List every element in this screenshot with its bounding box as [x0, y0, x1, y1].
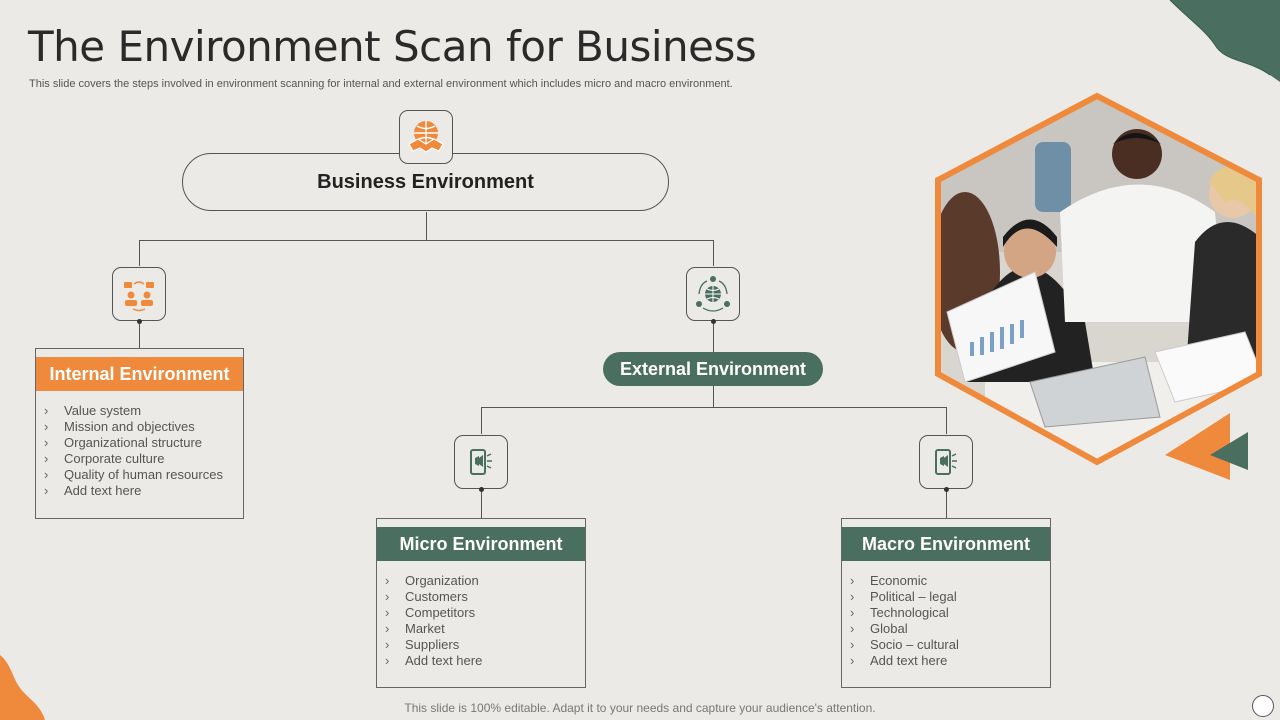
- connector-macro-icon-card: [946, 489, 947, 519]
- macro-environment-list: Economic Political – legal Technological…: [850, 573, 959, 669]
- team-meeting-photo: [935, 92, 1262, 466]
- connector-root-down: [426, 212, 427, 240]
- list-item: Global: [850, 621, 959, 637]
- micro-environment-list: Organization Customers Competitors Marke…: [385, 573, 482, 669]
- connector-macro-down: [946, 407, 947, 434]
- macro-connector-dot: [944, 487, 949, 492]
- connector-external-branch: [481, 407, 947, 408]
- micro-environment-card: Micro Environment Organization Customers…: [376, 518, 586, 688]
- list-item: Organizational structure: [44, 435, 223, 451]
- list-item: Economic: [850, 573, 959, 589]
- page-subtitle: This slide covers the steps involved in …: [29, 78, 733, 90]
- list-item: Corporate culture: [44, 451, 223, 467]
- connector-external-icon-pill: [713, 321, 714, 352]
- micro-environment-label: Micro Environment: [399, 533, 563, 554]
- list-item: Organization: [385, 573, 482, 589]
- business-environment-icon-box: [399, 110, 453, 164]
- list-item: Add text here: [385, 653, 482, 669]
- micro-connector-dot: [479, 487, 484, 492]
- global-network-icon: [696, 276, 730, 312]
- list-item: Political – legal: [850, 589, 959, 605]
- list-item: Add text here: [850, 653, 959, 669]
- internal-environment-icon-box: [112, 267, 166, 321]
- connector-internal-icon-card: [139, 321, 140, 349]
- handshake-globe-icon: [408, 121, 444, 153]
- connector-micro-icon-card: [481, 489, 482, 519]
- micro-environment-header: Micro Environment: [377, 527, 585, 561]
- footer-note: This slide is 100% editable. Adapt it to…: [404, 701, 876, 715]
- macro-environment-label: Macro Environment: [861, 533, 1031, 554]
- list-item: Mission and objectives: [44, 419, 223, 435]
- list-item: Value system: [44, 403, 223, 419]
- macro-environment-header: Macro Environment: [842, 527, 1050, 561]
- external-environment-node: External Environment: [603, 352, 823, 386]
- triangle-decoration: [1165, 413, 1248, 480]
- corner-decoration-bottom-left: [0, 655, 45, 720]
- connector-micro-down: [481, 407, 482, 434]
- external-environment-icon-box: [686, 267, 740, 321]
- internal-connector-dot: [137, 319, 142, 324]
- team-meeting-icon: [124, 281, 154, 312]
- list-item: Add text here: [44, 483, 223, 499]
- external-environment-label: External Environment: [619, 358, 807, 379]
- connector-external-down: [713, 240, 714, 266]
- connector-internal-down: [139, 240, 140, 266]
- business-environment-label: Business Environment: [317, 170, 534, 193]
- external-connector-dot: [711, 319, 716, 324]
- list-item: Suppliers: [385, 637, 482, 653]
- connector-external-pill-down: [713, 386, 714, 407]
- mobile-marketing-icon: [935, 449, 957, 475]
- list-item: Market: [385, 621, 482, 637]
- list-item: Customers: [385, 589, 482, 605]
- page-title: The Environment Scan for Business: [28, 22, 757, 71]
- list-item: Quality of human resources: [44, 467, 223, 483]
- internal-environment-label: Internal Environment: [49, 363, 230, 384]
- micro-environment-icon-box: [454, 435, 508, 489]
- connector-root-branch: [139, 240, 714, 241]
- corner-decoration-top-right: [1169, 0, 1280, 82]
- macro-environment-card: Macro Environment Economic Political – l…: [841, 518, 1051, 688]
- slide-nav-circle[interactable]: [1252, 695, 1274, 717]
- list-item: Technological: [850, 605, 959, 621]
- mobile-marketing-icon: [470, 449, 492, 475]
- internal-environment-list: Value system Mission and objectives Orga…: [44, 403, 223, 499]
- list-item: Socio – cultural: [850, 637, 959, 653]
- internal-environment-header: Internal Environment: [36, 357, 243, 391]
- macro-environment-icon-box: [919, 435, 973, 489]
- list-item: Competitors: [385, 605, 482, 621]
- internal-environment-card: Internal Environment Value system Missio…: [35, 348, 244, 519]
